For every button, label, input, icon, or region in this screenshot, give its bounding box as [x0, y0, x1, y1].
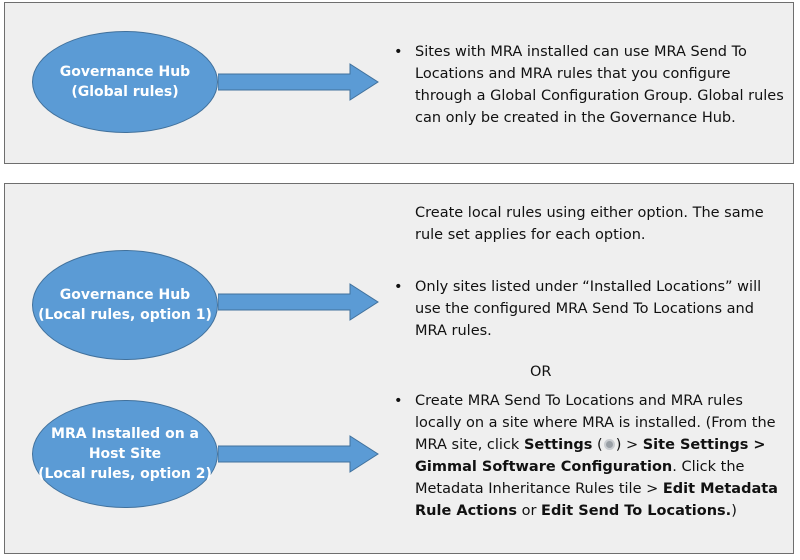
text-run: ): [731, 503, 737, 519]
or-separator: OR: [530, 364, 552, 380]
right-arrow-icon: [218, 283, 379, 321]
ellipse-line: (Global rules): [71, 84, 179, 100]
governance-hub-local-node: Governance Hub (Local rules, option 1): [32, 250, 218, 360]
bullet-text: Only sites listed under “Installed Locat…: [415, 279, 762, 339]
mra-host-site-node: MRA Installed on a Host Site (Local rule…: [32, 400, 218, 508]
bullet-icon: •: [394, 44, 403, 60]
gear-icon: [603, 439, 615, 450]
ellipse-line: MRA Installed on a: [51, 426, 199, 442]
text-run: . Click the Metadata Inheritance Rules t…: [415, 459, 745, 497]
settings-label: Settings: [523, 437, 593, 453]
bullet-text: Sites with MRA installed can use MRA Sen…: [415, 44, 784, 126]
ellipse-line: Host Site: [88, 446, 162, 462]
local-rules-intro: Create local rules using either option. …: [415, 205, 764, 243]
global-rules-bullet: • Sites with MRA installed can use MRA S…: [394, 41, 784, 129]
site-settings-path: Site Settings > Gimmal Software Configur…: [415, 437, 766, 475]
text-run: or: [516, 503, 542, 519]
text-run: (: [592, 437, 603, 453]
ellipse-line: (Local rules, option 1): [38, 307, 212, 323]
edit-metadata-rule-actions: Edit Metadata Rule Actions: [415, 481, 778, 519]
ellipse-line: Governance Hub: [59, 64, 191, 80]
right-arrow-icon: [218, 63, 379, 101]
bullet-icon: •: [394, 393, 403, 409]
bullet-icon: •: [394, 279, 403, 295]
edit-send-to-locations: Edit Send To Locations.: [541, 503, 732, 519]
governance-hub-global-node: Governance Hub (Global rules): [32, 31, 218, 133]
option2-bullet: • Create MRA Send To Locations and MRA r…: [394, 390, 786, 522]
ellipse-line: (Local rules, option 2): [38, 466, 212, 482]
text-run: ) >: [615, 437, 643, 453]
ellipse-line: Governance Hub: [59, 287, 191, 303]
option1-bullet: • Only sites listed under “Installed Loc…: [394, 276, 784, 342]
text-run: Create MRA Send To Locations and MRA rul…: [415, 393, 776, 453]
bullet-text: Create MRA Send To Locations and MRA rul…: [415, 390, 786, 522]
right-arrow-icon: [218, 435, 379, 473]
